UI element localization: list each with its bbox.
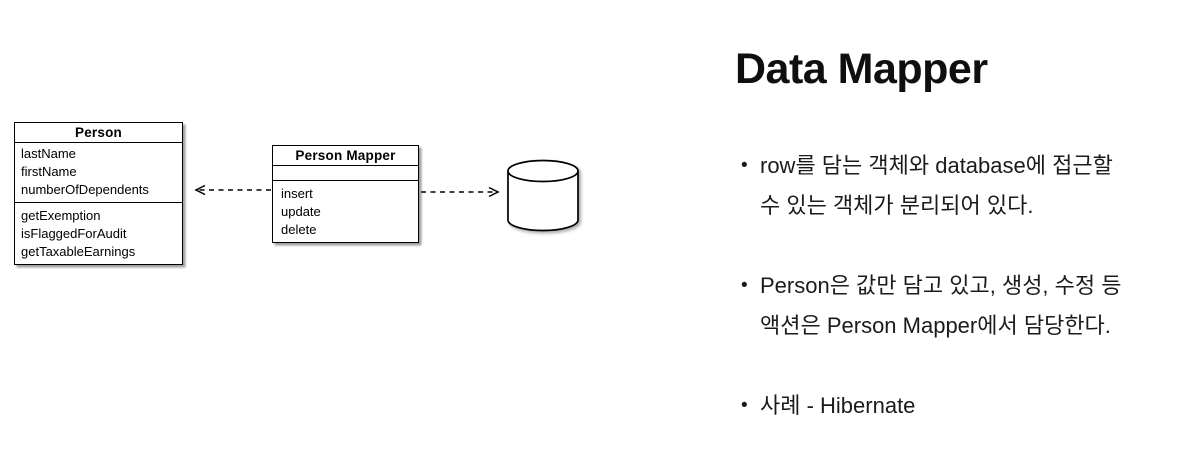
class-method: update	[281, 204, 321, 219]
database-icon	[507, 159, 579, 232]
class-title: Person Mapper	[273, 146, 418, 166]
bullet-list: row를 담는 객체와 database에 접근할 수 있는 객체가 분리되어 …	[740, 146, 1138, 426]
person-attributes-section: lastName firstName numberOfDependents	[15, 143, 182, 202]
class-method: getExemption	[21, 208, 101, 223]
person-methods-section: getExemption isFlaggedForAudit getTaxabl…	[15, 202, 182, 264]
class-attribute: lastName	[21, 146, 76, 161]
class-attribute: numberOfDependents	[21, 182, 149, 197]
mapper-empty-attributes-section	[273, 166, 418, 180]
class-method: insert	[281, 186, 313, 201]
class-method: isFlaggedForAudit	[21, 226, 127, 241]
bullet-item: row를 담는 객체와 database에 접근할 수 있는 객체가 분리되어 …	[740, 146, 1138, 226]
bullet-item: 사례 - Hibernate	[740, 386, 1138, 426]
class-method: delete	[281, 222, 317, 237]
person-class-box: Person lastName firstName numberOfDepend…	[14, 122, 183, 265]
class-title: Person	[15, 123, 182, 143]
mapper-methods-section: insert update delete	[273, 180, 418, 242]
class-attribute: firstName	[21, 164, 77, 179]
page-title: Data Mapper	[735, 45, 988, 93]
person-mapper-class-box: Person Mapper insert update delete	[272, 145, 419, 243]
class-method: getTaxableEarnings	[21, 244, 136, 259]
bullet-item: Person은 값만 담고 있고, 생성, 수정 등 액션은 Person Ma…	[740, 266, 1138, 346]
